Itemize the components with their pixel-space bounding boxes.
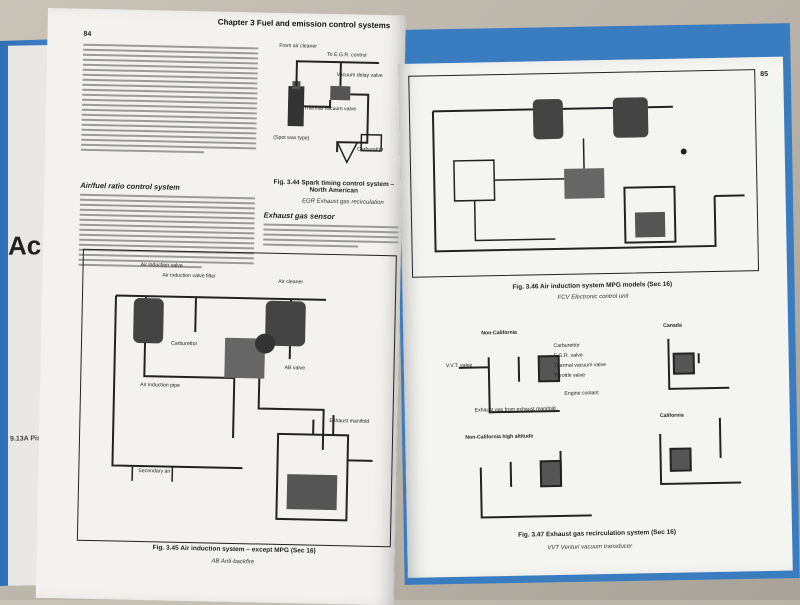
fig-346-subcaption: FCV Electronic control unit <box>557 293 629 301</box>
fig344-label-thermal: Thermal vacuum valve <box>303 105 357 113</box>
fig347-label-canada: Canada <box>663 322 682 329</box>
fig347-label-coolant: Engine coolant <box>564 390 599 397</box>
fig345-label-air-cleaner: Air cleaner <box>278 278 304 286</box>
fig-346-caption: Fig. 3.46 Air induction system MPG model… <box>512 280 673 291</box>
fig347-label-vvt: V.V.T. valve <box>445 362 473 370</box>
fig-345-diagram <box>111 294 373 522</box>
fig344-label-air-cleaner: From air cleaner <box>279 42 318 50</box>
heading-exhaust-sensor: Exhaust gas sensor <box>263 210 335 222</box>
fig-344-diagram <box>287 60 383 164</box>
fig344-label-carburettor: Carburettor <box>357 146 384 154</box>
fig347-label-thermal: Thermal vacuum valve <box>553 362 607 370</box>
fig344-label-spot-wax: (Spot wax type) <box>273 134 310 142</box>
fig-344-subcaption: EGR Exhaust gas recirculation <box>301 198 384 207</box>
fig347-label-non-california: Non-California <box>481 329 517 337</box>
fig347-label-egr-valve: E.G.R. valve <box>553 352 583 360</box>
fig344-label-vacuum-delay: Vacuum delay valve <box>336 72 383 80</box>
fig-347-caption: Fig. 3.47 Exhaust gas recirculation syst… <box>518 528 677 539</box>
fig347-label-california: California <box>659 412 684 420</box>
fig345-label-secondary-air: Secondary air <box>138 467 171 475</box>
fig344-label-egr: To E.G.R. control <box>327 51 367 59</box>
underlying-page-heading: Ac <box>8 230 42 261</box>
fig-347-diagram <box>458 338 742 519</box>
fig345-label-carburettor: Carburettor <box>170 340 198 348</box>
fig345-label-ab-valve: AB valve <box>284 365 306 372</box>
fig-344-caption: Fig. 3.44 Spark timing control system – … <box>273 178 395 195</box>
fig-345-subcaption: AB Anti-backfire <box>211 558 255 566</box>
fig347-label-carburettor: Carburettor <box>553 342 580 350</box>
right-page: 85 Fig. 3.46 Air induction system MPG mo… <box>398 56 793 578</box>
body-text-column <box>81 41 259 158</box>
fig-347-subcaption: VVT Venturi vacuum transducer <box>547 543 633 552</box>
right-page-number: 85 <box>760 70 769 79</box>
left-page: 84 Chapter 3 Fuel and emission control s… <box>35 8 406 605</box>
fig-346-diagram <box>431 97 745 253</box>
body-text-column-3 <box>263 221 399 252</box>
fig347-label-throttle: Throttle valve <box>553 372 586 380</box>
fig345-label-exhaust-manifold: Exhaust manifold <box>329 417 370 425</box>
fig345-label-air-induction-valve: Air induction valve <box>140 261 183 269</box>
chapter-title: Chapter 3 Fuel and emission control syst… <box>217 17 391 31</box>
fig345-label-pipe: Air induction pipe <box>140 382 180 389</box>
left-page-number: 84 <box>83 30 92 38</box>
fig345-label-filter: Air induction valve filter <box>162 272 216 280</box>
